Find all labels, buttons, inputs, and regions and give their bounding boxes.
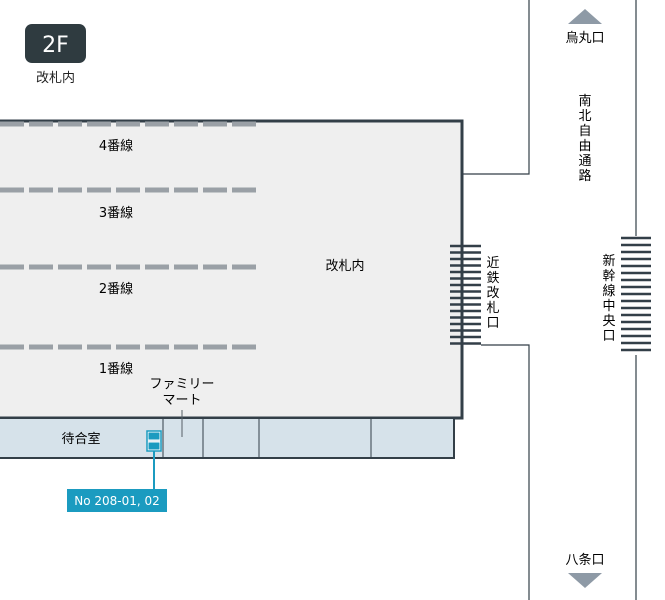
shinkansen-gate-barrier (621, 236, 651, 352)
floor-badge: 2F (25, 24, 86, 63)
passage-outline (462, 0, 637, 600)
svg-text:自: 自 (578, 124, 591, 139)
svg-text:央: 央 (602, 314, 615, 329)
marker-label-box (67, 489, 167, 512)
track-label-4: 4番線 (99, 138, 133, 154)
convenience-store-label-2: マート (162, 393, 201, 408)
floor-badge-text: 2F (42, 33, 69, 58)
svg-text:札: 札 (486, 301, 499, 316)
svg-text:通: 通 (578, 154, 591, 169)
location-marker[interactable]: No 208-01, 02 (67, 430, 167, 512)
track-label-1: 1番線 (99, 361, 133, 377)
shop-block-bg (0, 417, 455, 459)
svg-text:口: 口 (486, 316, 499, 331)
svg-text:北: 北 (578, 109, 591, 124)
svg-text:中: 中 (602, 299, 615, 314)
kintetsu-gate-label: 近 鉄 改 札 口 (486, 256, 499, 331)
north-exit-label: 烏丸口 (565, 30, 604, 46)
marker-panel (147, 441, 161, 451)
svg-text:南: 南 (578, 93, 591, 109)
track-label-2: 2番線 (99, 281, 133, 297)
concourse-label: 改札内 (325, 258, 364, 274)
track-lines (0, 121, 256, 350)
shop-block (0, 410, 455, 459)
track-label-3: 3番線 (99, 205, 133, 221)
svg-text:幹: 幹 (602, 268, 615, 284)
svg-text:線: 線 (602, 283, 615, 299)
south-arrow-icon (568, 573, 602, 588)
kintetsu-gate-barrier (450, 244, 481, 345)
svg-text:鉄: 鉄 (486, 271, 499, 286)
svg-text:改: 改 (486, 286, 499, 301)
south-exit-label: 八条口 (565, 552, 604, 568)
shinkansen-gate-label: 新 幹 線 中 央 口 (602, 253, 615, 344)
north-arrow-icon (568, 9, 602, 24)
floor-zone-label: 改札内 (36, 70, 75, 86)
svg-text:近: 近 (486, 256, 499, 271)
svg-text:口: 口 (602, 329, 615, 344)
floor-badge-bg (25, 24, 86, 63)
marker-panel (147, 431, 161, 441)
convenience-store-label: ファミリー (149, 377, 214, 392)
svg-text:由: 由 (578, 139, 591, 154)
svg-text:新: 新 (602, 253, 615, 269)
marker-label: No 208-01, 02 (74, 494, 160, 508)
waiting-room-label: 待合室 (61, 431, 100, 447)
svg-text:路: 路 (578, 168, 591, 184)
passage-name-label: 南 北 自 由 通 路 (578, 93, 591, 184)
